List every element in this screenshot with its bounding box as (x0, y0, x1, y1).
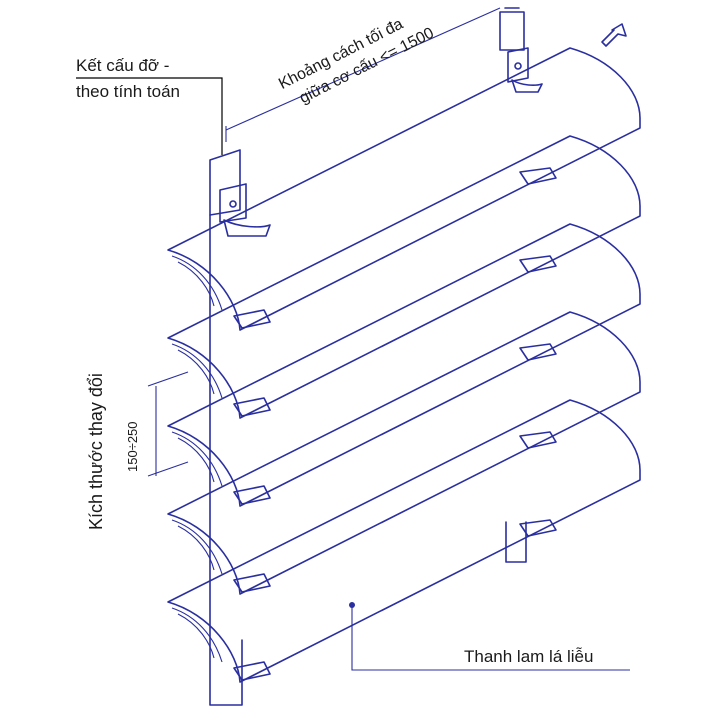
rear-post (499, 7, 527, 563)
support-label: Kết cấu đỡ - theo tính toán (76, 53, 180, 105)
support-label-line1: Kết cấu đỡ - (76, 56, 170, 75)
louver-label: Thanh lam lá liễu (464, 647, 594, 666)
range-label: 150÷250 (125, 421, 140, 472)
support-label-line2: theo tính toán (76, 82, 180, 101)
louver-leader (349, 602, 630, 671)
louver-blade (167, 311, 641, 595)
spacing-dimension (225, 7, 501, 142)
louver-blade (167, 399, 641, 683)
rear-bracket (507, 47, 543, 93)
louver-blade (167, 47, 641, 331)
louver-blade (167, 135, 641, 419)
front-post (209, 149, 243, 706)
variable-size-label: Kích thước thay đổi (86, 373, 106, 530)
pitch-dimension (147, 371, 189, 477)
louver-blade (167, 223, 641, 507)
front-bracket (219, 183, 271, 237)
support-leader (76, 77, 223, 155)
direction-arrow-icon (601, 23, 627, 47)
louver-blades (167, 47, 641, 683)
